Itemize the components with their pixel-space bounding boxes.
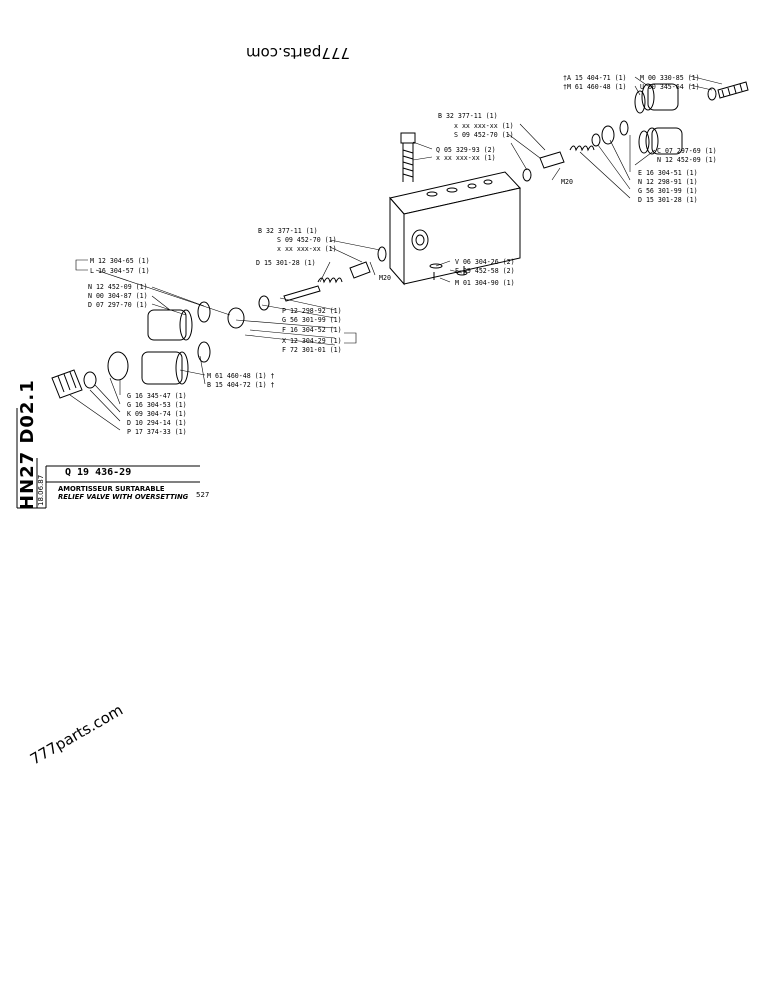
callout-label: †M 61 460-48 (1): [563, 83, 627, 91]
right-cartridge-assembly: [522, 81, 749, 182]
callout-label: E 09 452-58 (2): [455, 267, 515, 275]
callout-label: P 17 374-33 (1): [127, 428, 187, 436]
watermark-bottom: 777parts.com: [27, 701, 126, 769]
title-block: Q 19 436-29 AMORTISSEUR SURTARABLE RELIE…: [46, 466, 210, 510]
callout-label: G 16 304-53 (1): [127, 401, 187, 409]
title-french: AMORTISSEUR SURTARABLE: [58, 485, 165, 493]
drawing-lines: [16, 75, 749, 509]
callout-label: X 12 304-29 (1): [282, 337, 342, 345]
callout-label: †A 15 404-71 (1): [563, 74, 627, 82]
callout-label: D 15 301-28 (1): [638, 196, 698, 204]
callout-label: G 16 345-47 (1): [127, 392, 187, 400]
callout-label: M20: [379, 274, 391, 282]
callout-label: K 09 304-74 (1): [127, 410, 187, 418]
callout-label: M 61 460-48 (1) †: [207, 372, 275, 380]
part-number: Q 19 436-29: [65, 467, 132, 478]
callout-label: S 09 452-70 (1): [454, 131, 514, 139]
callout-label: V 06 304-26 (2): [455, 258, 515, 266]
sheet-code: HN27 D02.1: [17, 379, 38, 510]
callout-label: B 32 377-11 (1): [258, 227, 318, 235]
callout-label: B 32 377-11 (1): [438, 112, 498, 120]
callout-label: Q 05 329-93 (2): [436, 146, 496, 154]
callout-label: F 72 301-01 (1): [282, 346, 342, 354]
watermark-top: 777parts.com: [246, 44, 350, 62]
callout-label: G 56 301-99 (1): [638, 187, 698, 195]
callout-label: B 15 404-72 (1) †: [207, 381, 275, 389]
page-reference: 527: [196, 491, 210, 499]
sheet-code-block: HN27 D02.1 18.06.87: [17, 379, 45, 510]
callout-label: U 00 345-64 (1): [640, 83, 700, 91]
callout-label: x xx xxx-xx (1): [436, 154, 496, 162]
callout-label: M 12 304-65 (1): [90, 257, 150, 265]
callout-label: D 15 301-28 (1): [256, 259, 316, 267]
callout-label: C 07 297-69 (1): [657, 147, 717, 155]
callout-label: N 12 298-91 (1): [638, 178, 698, 186]
callout-label: N 12 452-09 (1): [657, 156, 717, 164]
leader-lines: [69, 75, 723, 431]
callout-label: F 16 304-52 (1): [282, 326, 342, 334]
callout-label: P 12 298-92 (1): [282, 307, 342, 315]
left-cartridge-assembly: [51, 295, 270, 399]
callout-label: x xx xxx-xx (1): [454, 122, 514, 130]
callout-label: N 00 304-87 (1): [88, 292, 148, 300]
callout-label: S 09 452-70 (1): [277, 236, 337, 244]
valve-body: [389, 171, 521, 286]
callout-label: D 10 294-14 (1): [127, 419, 187, 427]
callout-label: M 00 330-85 (1): [640, 74, 700, 82]
callout-label: E 16 304-51 (1): [638, 169, 698, 177]
title-english: RELIEF VALVE WITH OVERSETTING: [58, 493, 189, 501]
callout-label: x xx xxx-xx (1): [277, 245, 337, 253]
top-bolt: [400, 132, 416, 182]
callout-label: D 07 297-70 (1): [88, 301, 148, 309]
callout-label: G 56 301-99 (1): [282, 316, 342, 324]
callout-label: N 12 452-09 (1): [88, 283, 148, 291]
sheet-date: 18.06.87: [37, 474, 45, 506]
title-block-frame: [16, 408, 200, 509]
callout-label: L 16 304-57 (1): [90, 267, 150, 275]
callout-labels: M 00 330-85 (1) U 00 345-64 (1) †A 15 40…: [88, 74, 717, 436]
callout-label: M 01 304-90 (1): [455, 279, 515, 287]
callout-label: M20: [561, 178, 573, 186]
